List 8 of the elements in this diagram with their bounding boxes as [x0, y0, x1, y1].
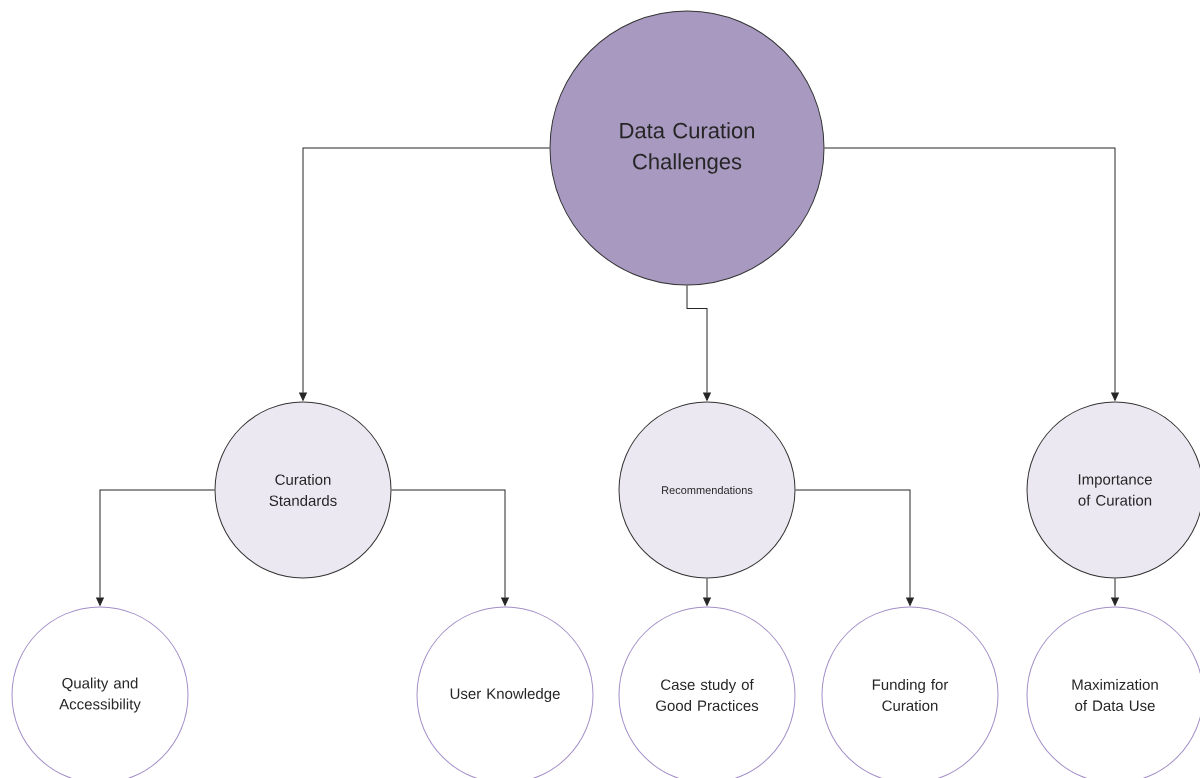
- arrow: [1111, 578, 1119, 606]
- arrow: [96, 489, 215, 606]
- arrow: [795, 489, 914, 606]
- arrow: [686, 285, 711, 401]
- arrow: [703, 578, 711, 606]
- arrow: [391, 489, 509, 606]
- arrow: [299, 147, 550, 401]
- arrow: [824, 147, 1119, 401]
